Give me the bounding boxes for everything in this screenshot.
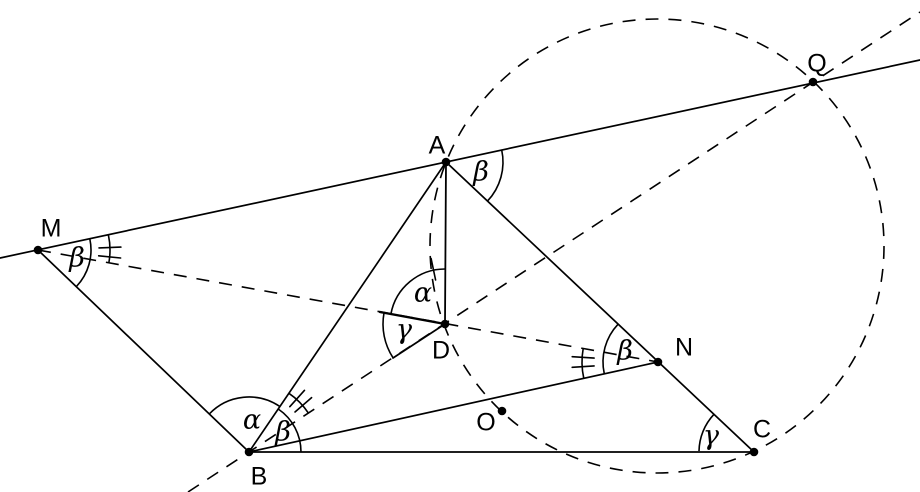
point-label-B: B bbox=[250, 462, 268, 491]
tick-mark-M-1 bbox=[98, 246, 122, 249]
point-label-C: C bbox=[752, 415, 772, 444]
point-label-O: O bbox=[476, 408, 496, 437]
angle-label-beta-at-B: β bbox=[275, 416, 291, 448]
angle-arc-beta-at-B bbox=[277, 408, 302, 453]
segment-M-B bbox=[37, 249, 250, 453]
tick-mark-D-1 bbox=[430, 257, 437, 281]
point-label-Q: Q bbox=[807, 49, 827, 78]
angle-label-alpha-at-D: α bbox=[413, 277, 433, 309]
wedge-arm-D-toward-B bbox=[392, 323, 446, 359]
point-dot-C bbox=[749, 447, 759, 457]
angle-label-alpha-at-B: α bbox=[242, 404, 262, 436]
point-dot-M bbox=[33, 245, 43, 255]
point-label-D: D bbox=[431, 336, 451, 365]
angle-label-beta-at-N: β bbox=[617, 335, 633, 367]
angle-label-beta-at-M: β bbox=[69, 242, 85, 274]
tick-mark-B-2 bbox=[294, 396, 313, 413]
angle-arc-beta-at-N bbox=[602, 323, 619, 374]
angle-arc-beta-at-A bbox=[486, 149, 504, 202]
point-dot-A bbox=[441, 157, 451, 167]
angle-label-gamma-at-D: γ bbox=[395, 314, 413, 346]
point-dot-B bbox=[244, 447, 254, 457]
angle-arc-beta-at-M bbox=[75, 238, 92, 288]
point-dot-D bbox=[440, 319, 450, 329]
segment-B-N bbox=[248, 361, 659, 453]
segment-A-D bbox=[444, 161, 447, 325]
point-label-A: A bbox=[428, 131, 446, 160]
angle-arc-alpha-at-B bbox=[208, 396, 281, 415]
dashed-circle-through-A-D-C-Q bbox=[429, 18, 885, 474]
point-dot-Q bbox=[808, 77, 818, 87]
point-dot-O bbox=[497, 406, 507, 416]
dashed-line-B-D-Q bbox=[187, 11, 920, 492]
tick-mark-M-2 bbox=[97, 255, 122, 259]
point-label-N: N bbox=[674, 333, 694, 362]
angle-arc-alpha-at-D bbox=[390, 268, 446, 315]
wedge-arm-D-toward-M bbox=[378, 310, 447, 326]
angle-arc-ticked-at-M bbox=[107, 234, 111, 264]
segment-A-B bbox=[248, 161, 447, 453]
angle-label-beta-at-A: β bbox=[473, 156, 489, 188]
angle-arc-ticked-at-N bbox=[581, 348, 585, 379]
tick-mark-N-1 bbox=[571, 365, 595, 369]
line-through-M-A-Q bbox=[0, 59, 920, 259]
tick-mark-N-2 bbox=[571, 355, 595, 359]
angle-arc-ticked-at-B bbox=[288, 392, 310, 414]
point-dot-N bbox=[653, 357, 663, 367]
angle-arc-gamma-at-C bbox=[698, 413, 715, 452]
segment-A-C bbox=[445, 161, 755, 453]
angle-label-gamma-at-C: γ bbox=[702, 420, 720, 452]
point-label-M: M bbox=[40, 214, 62, 243]
tick-mark-B-1 bbox=[288, 389, 306, 408]
angle-arc-gamma-at-D bbox=[382, 312, 394, 359]
